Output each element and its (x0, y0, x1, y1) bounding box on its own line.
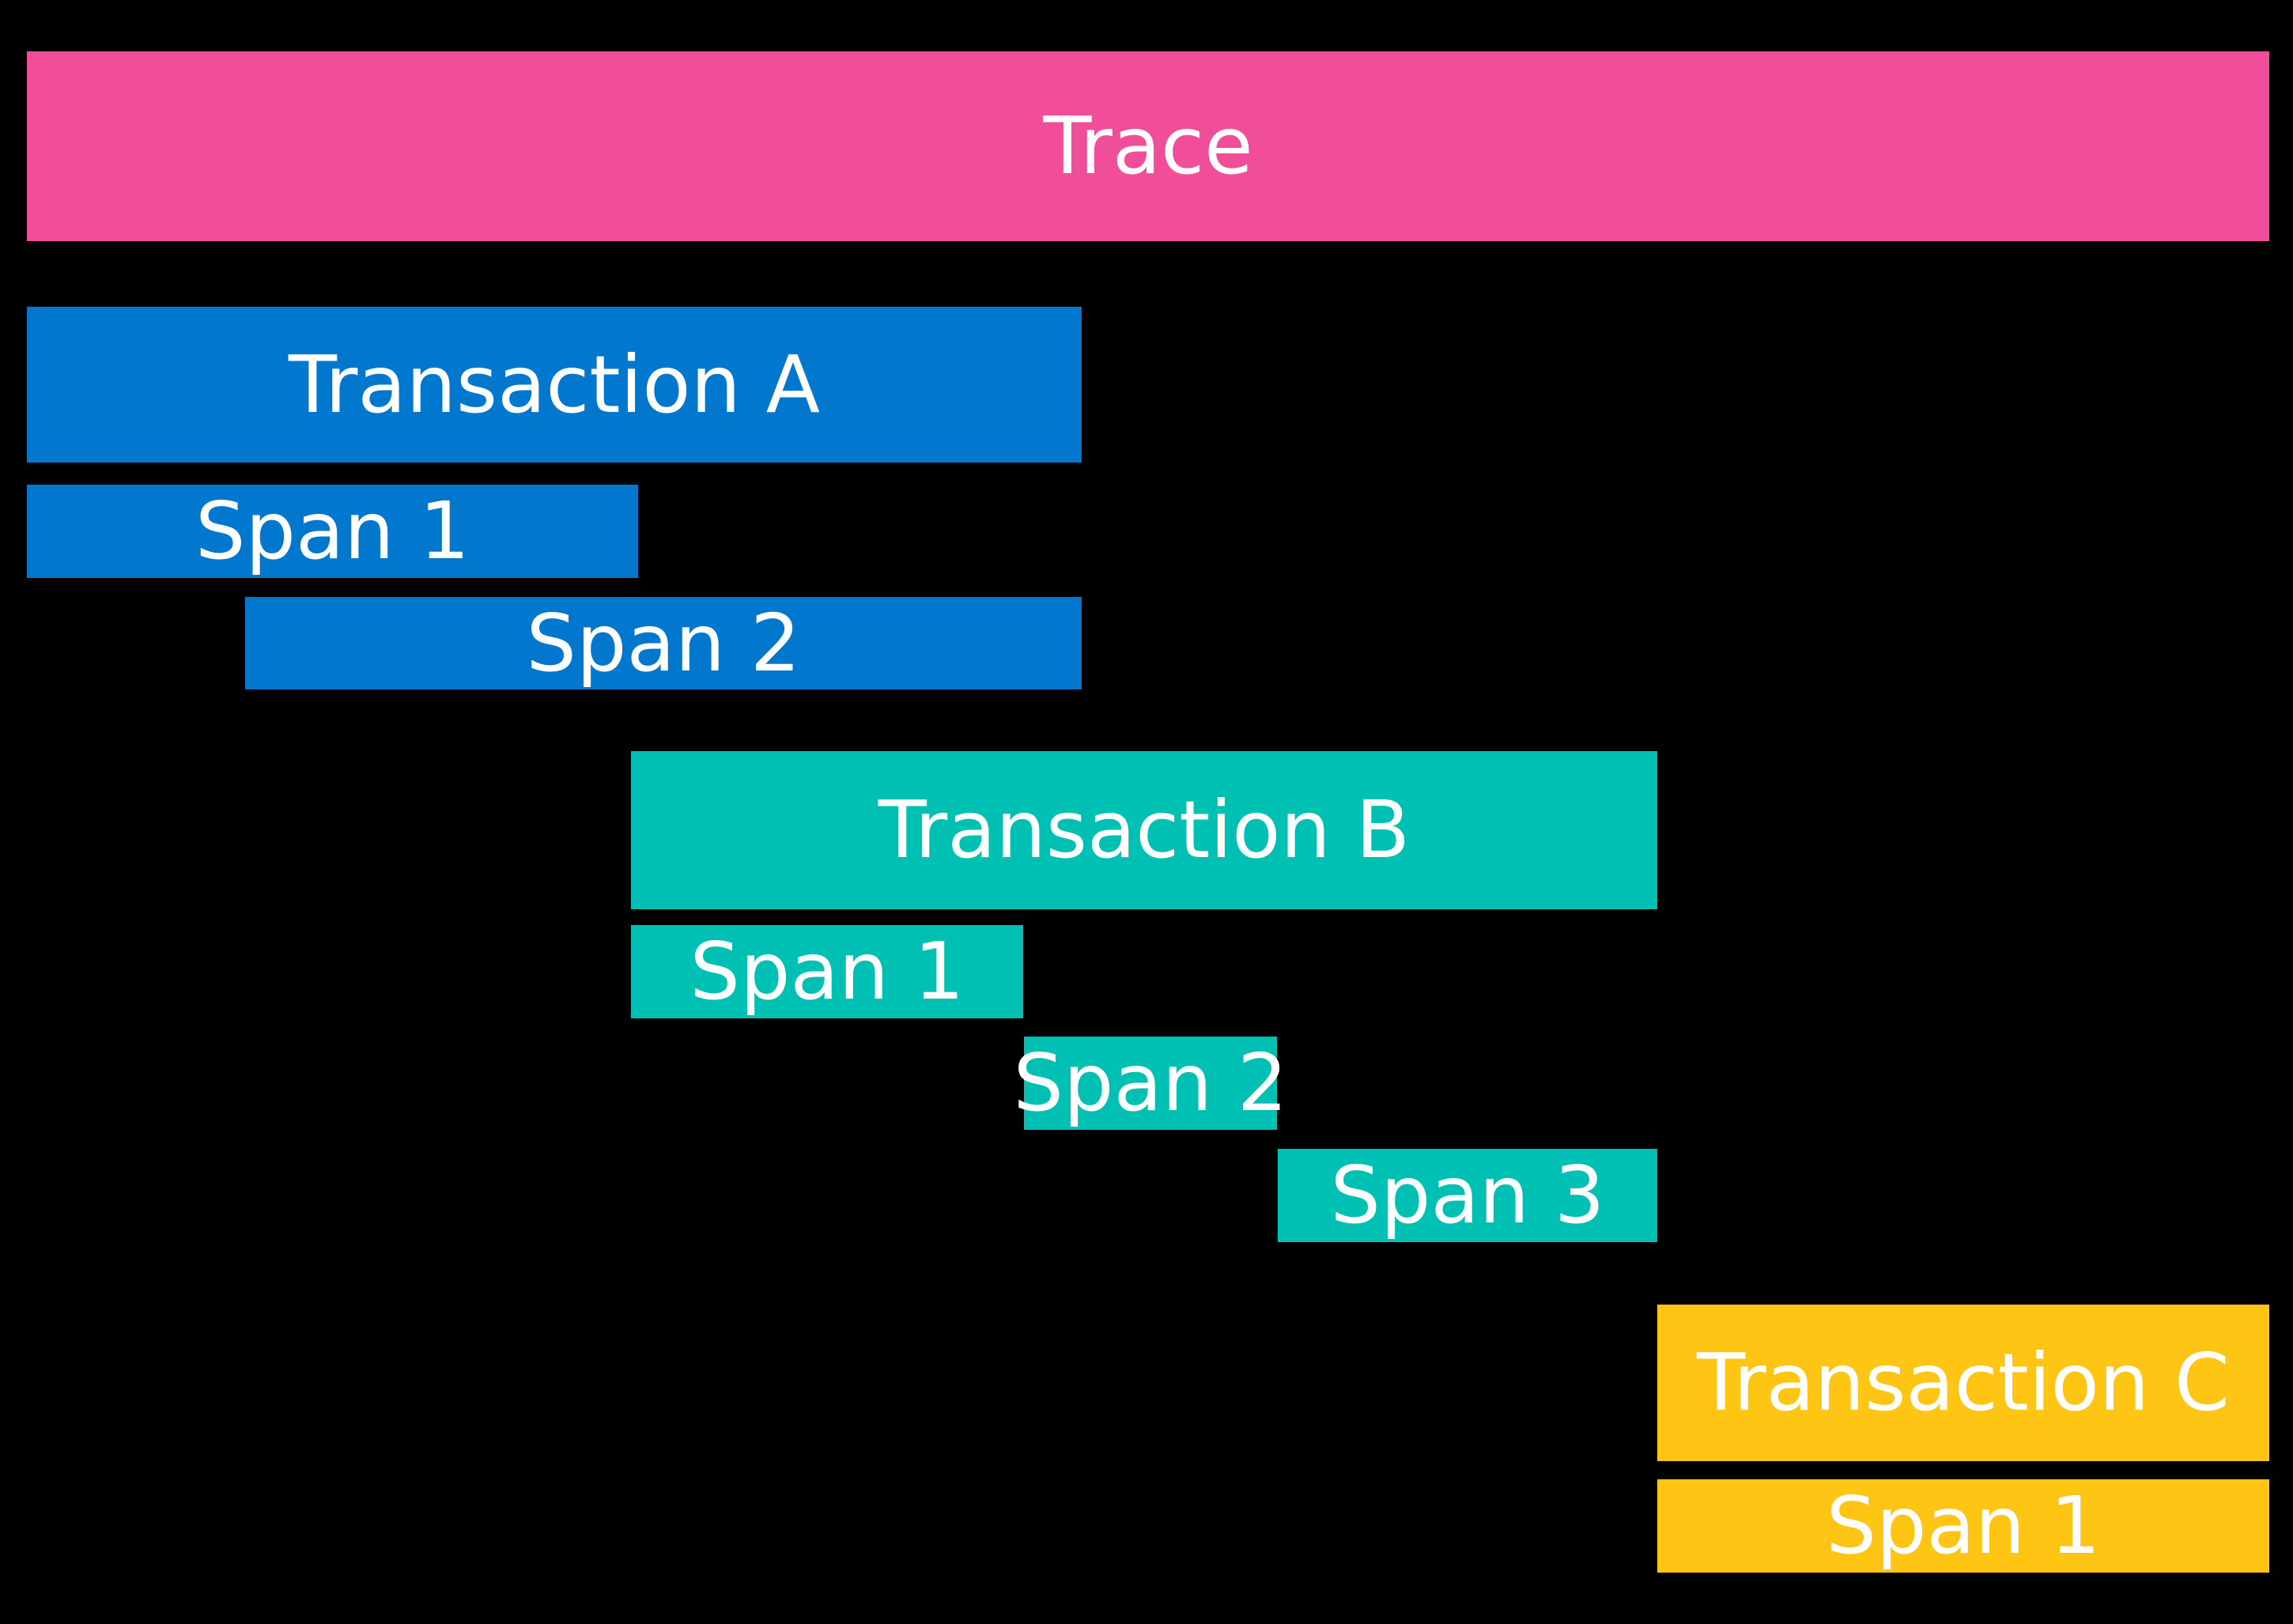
transaction-a-span-2-bar: Span 2 (245, 597, 1082, 689)
transaction-b-span-1-label: Span 1 (689, 925, 965, 1018)
transaction-b-span-3-label: Span 3 (1330, 1149, 1605, 1241)
transaction-c-label: Transaction C (1697, 1336, 2230, 1429)
transaction-a-span-2-label: Span 2 (526, 596, 801, 689)
transaction-b-label: Transaction B (878, 784, 1411, 876)
transaction-a-label: Transaction A (288, 338, 821, 431)
transaction-a-bar: Transaction A (27, 307, 1082, 463)
transaction-c-span-1-label: Span 1 (1826, 1479, 2101, 1572)
transaction-a-span-1-label: Span 1 (195, 485, 470, 577)
transaction-b-span-2-bar: Span 2 (1013, 1037, 1288, 1130)
transaction-c-bar: Transaction C (1657, 1305, 2269, 1461)
transaction-b-span-3-bar: Span 3 (1278, 1149, 1657, 1242)
trace-label: Trace (1043, 100, 1253, 192)
transaction-c-span-1-bar: Span 1 (1657, 1479, 2269, 1573)
trace-bar: Trace (27, 51, 2269, 241)
transaction-b-bar: Transaction B (631, 751, 1657, 909)
transaction-a-span-1-bar: Span 1 (27, 485, 638, 578)
transaction-b-span-1-bar: Span 1 (631, 925, 1023, 1018)
transaction-b-span-2-label: Span 2 (1013, 1037, 1288, 1129)
